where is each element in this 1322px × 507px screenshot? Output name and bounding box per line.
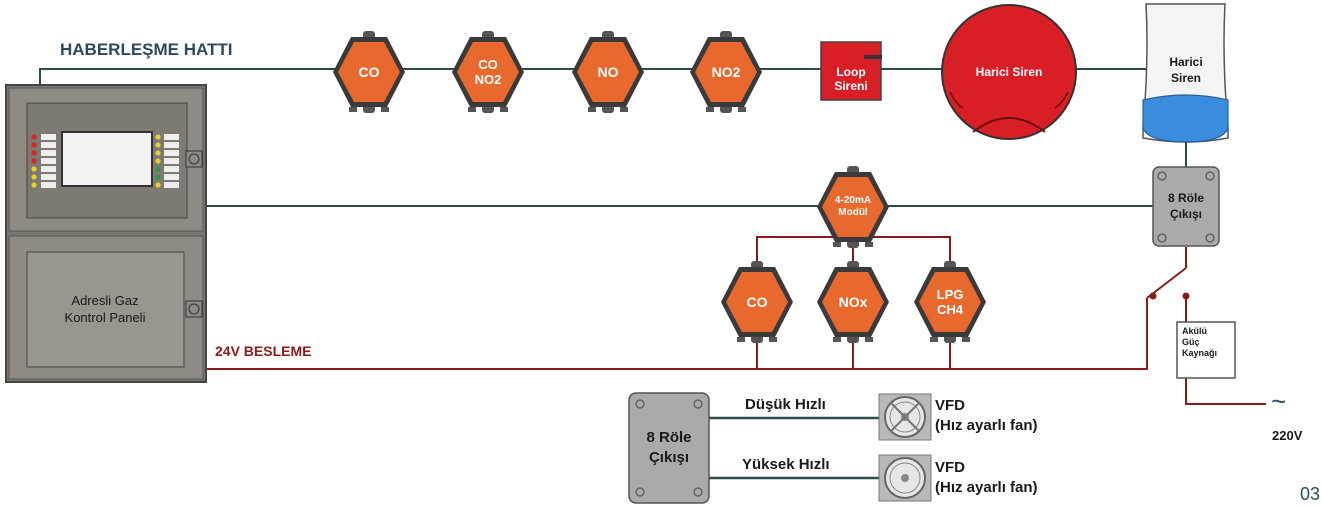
co-no2-detector-label: CO NO2 [474, 57, 502, 87]
power-line-label: 24V BESLEME [215, 343, 312, 359]
no-detector-label: NO [597, 64, 619, 80]
fan-icon-high [878, 454, 932, 502]
external-siren-round [941, 4, 1077, 140]
nox-detector-label: NOx [838, 294, 868, 310]
fan-lines [708, 416, 880, 480]
vfd-high-label: VFD (Hız ayarlı fan) [935, 459, 1038, 496]
vfd-low-label: VFD (Hız ayarlı fan) [935, 397, 1038, 434]
lpg-ch4-detector-label: LPG CH4 [936, 287, 964, 317]
power-line [205, 247, 1266, 405]
relay-bottom-label: 8 Röle Çıkışı [646, 429, 692, 466]
loop-siren [820, 41, 882, 101]
module-label: 4-20mA Modül [834, 195, 872, 218]
panel-leds-right [155, 134, 179, 188]
co-detector-lower-label: CO [746, 294, 768, 310]
page-number: 03 [1300, 484, 1321, 504]
relay-output-right [1152, 166, 1220, 247]
fan-blades [890, 402, 920, 432]
panel-label: Adresli Gaz Kontrol Paneli [64, 293, 146, 325]
comm-line-label: HABERLEŞME HATTI [60, 40, 233, 59]
co-detector-label: CO [358, 64, 380, 80]
signal-line [205, 140, 1187, 207]
panel-leds-left [31, 134, 56, 188]
gas-control-cabinet [5, 84, 207, 383]
external-siren-box-label: Harici Siren [1169, 55, 1203, 85]
no2-detector-label: NO2 [711, 64, 741, 80]
relay-right-label: 8 Röle Çıkışı [1167, 191, 1205, 221]
external-siren-round-label: Harici Siren [975, 65, 1043, 79]
battery-label: Akülü Güç Kaynağı [1182, 326, 1218, 358]
battery-power-supply [1176, 321, 1236, 379]
mains-label: 220V [1272, 428, 1303, 443]
low-speed-label: Düşük Hızlı [745, 396, 826, 413]
relay-output-bottom [628, 392, 710, 504]
high-speed-label: Yüksek Hızlı [742, 456, 830, 473]
communication-line [39, 68, 1186, 87]
mains-symbol: ~ [1271, 386, 1287, 416]
loop-siren-label: Loop Sireni [834, 65, 868, 93]
external-siren-box [1142, 3, 1229, 143]
